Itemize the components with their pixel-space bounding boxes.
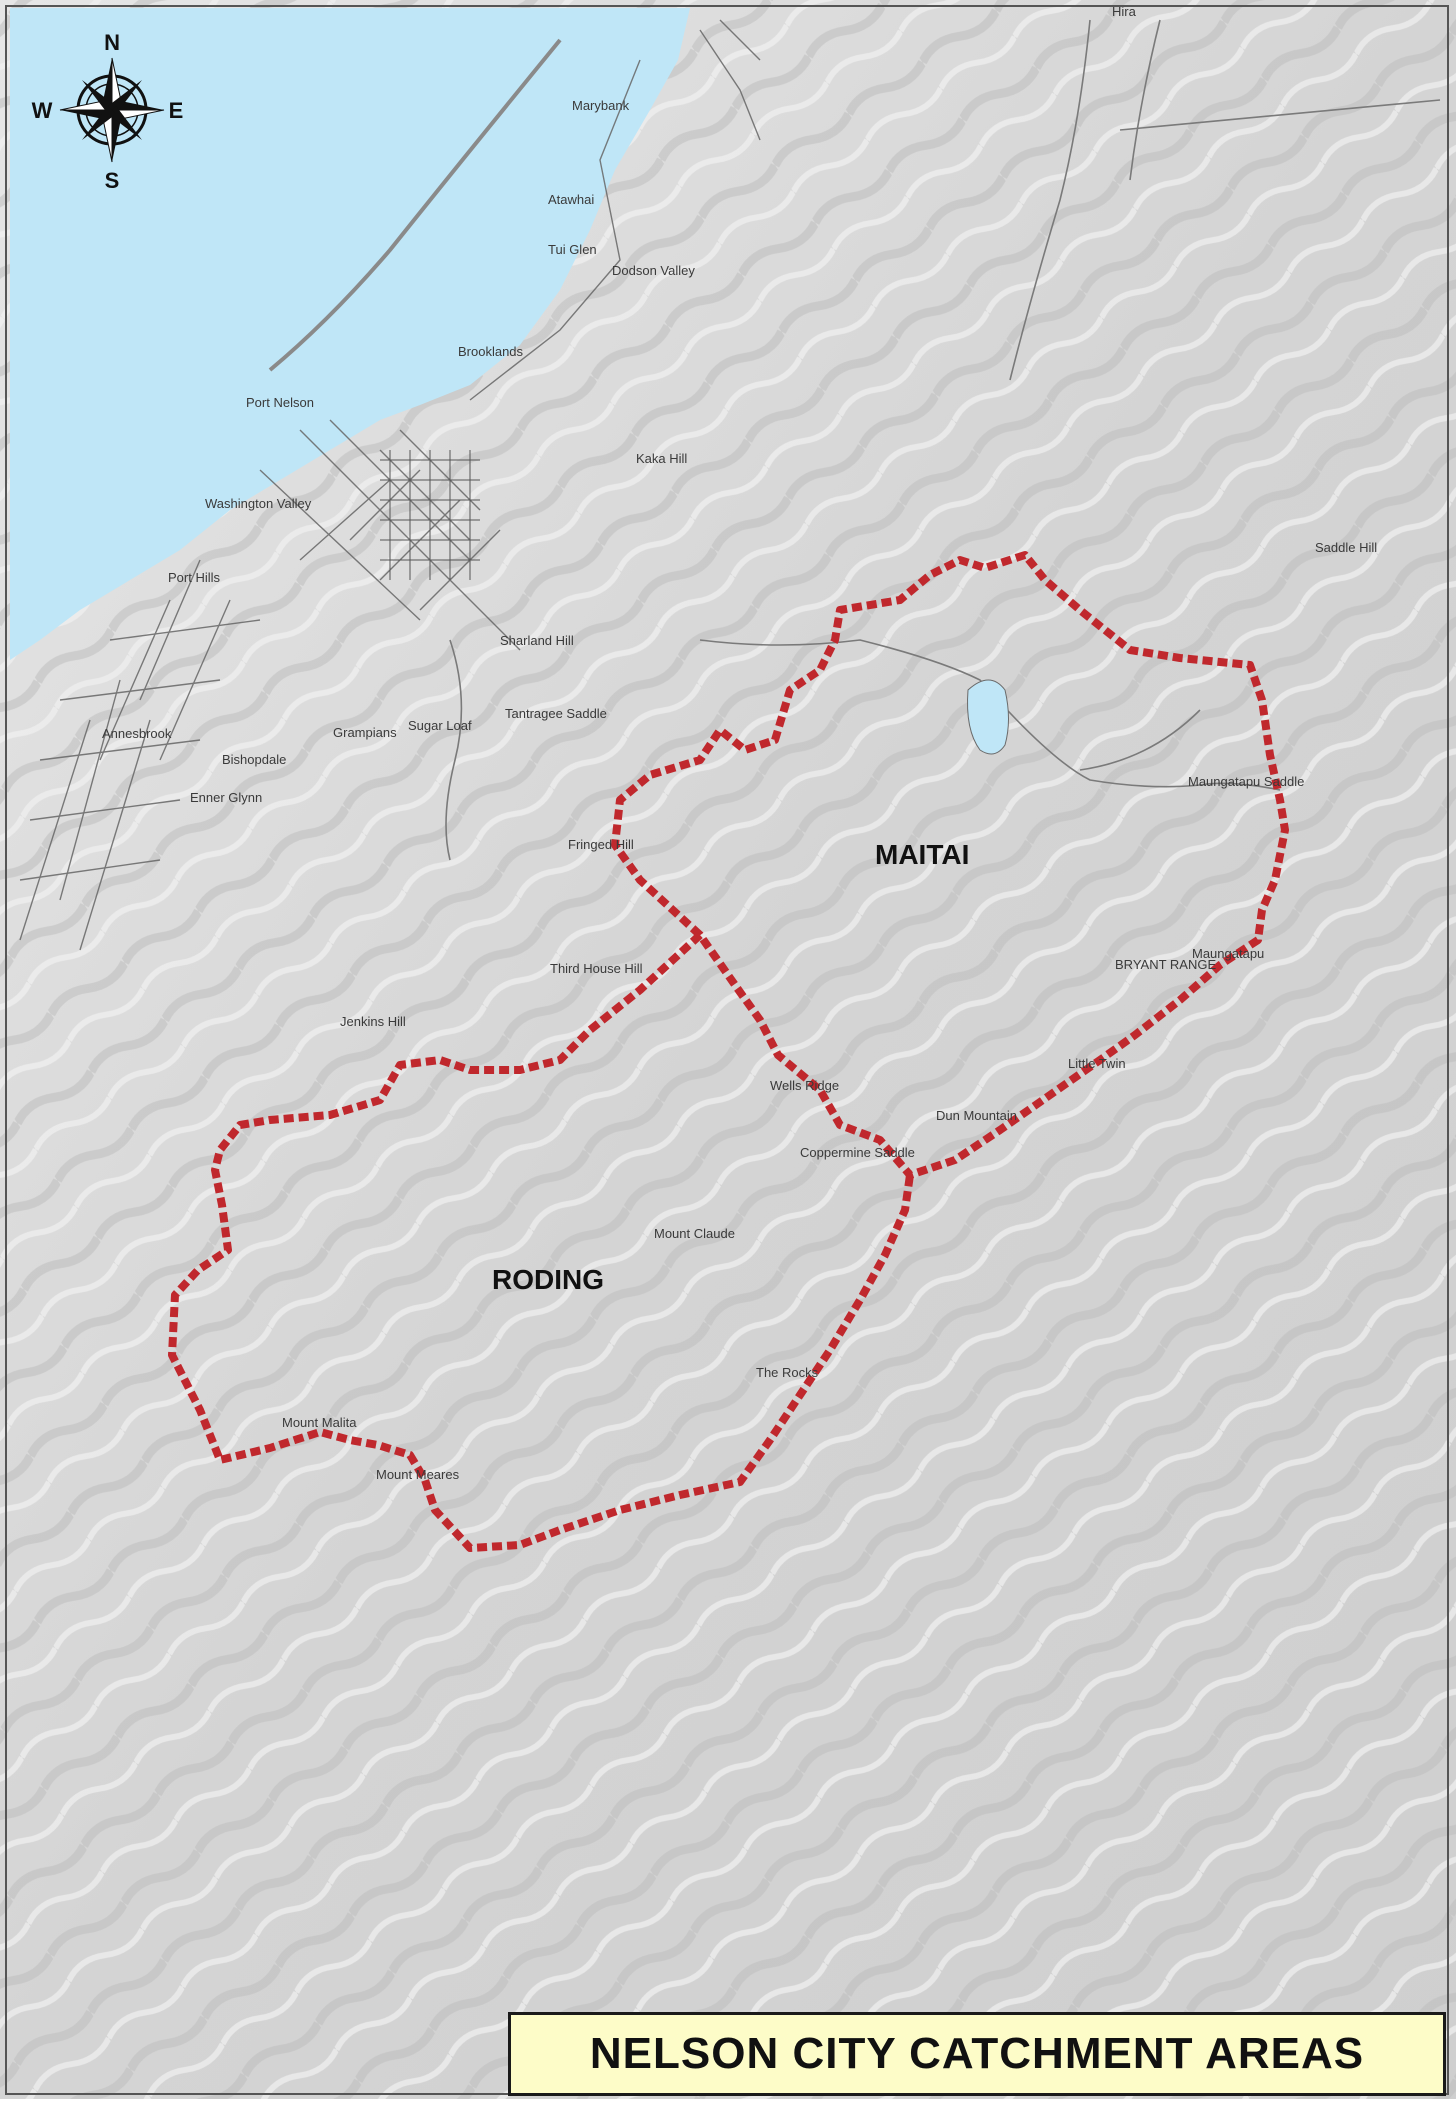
catchment-boundaries: [168, 551, 1289, 1552]
label-dodson-valley: Dodson Valley: [612, 263, 695, 278]
label-saddle-hill: Saddle Hill: [1315, 540, 1377, 555]
label-grampians: Grampians: [333, 725, 397, 740]
label-sharland-hill: Sharland Hill: [500, 633, 574, 648]
label-maungatapu-saddle: Maungatapu Saddle: [1188, 774, 1304, 789]
compass-s: S: [105, 168, 120, 193]
compass-rose: N S E W: [32, 30, 184, 193]
compass-e: E: [169, 98, 184, 123]
tasman-bay-sea: [10, 8, 690, 660]
label-annesbrook: Annesbrook: [102, 726, 172, 741]
compass-n: N: [104, 30, 120, 55]
label-atawhai: Atawhai: [548, 192, 594, 207]
label-port-nelson: Port Nelson: [246, 395, 314, 410]
boulder-bank: [268, 38, 562, 372]
rivers: [445, 19, 1441, 861]
label-brooklands: Brooklands: [458, 344, 524, 359]
label-marybank: Marybank: [572, 98, 630, 113]
label-dun-mountain: Dun Mountain: [936, 1108, 1017, 1123]
catchment-label-roding: RODING: [492, 1264, 604, 1295]
label-tui-glen: Tui Glen: [548, 242, 597, 257]
place-labels: Hira Marybank Atawhai Tui Glen Dodson Va…: [102, 4, 1377, 1482]
label-sugar-loaf: Sugar Loaf: [408, 718, 472, 733]
label-maungatapu: Maungatapu: [1192, 946, 1264, 961]
label-mount-malita: Mount Malita: [282, 1415, 357, 1430]
label-kaka-hill: Kaka Hill: [636, 451, 687, 466]
maitai-reservoir: [967, 679, 1009, 755]
label-tantragee-saddle: Tantragee Saddle: [505, 706, 607, 721]
label-little-twin: Little Twin: [1068, 1056, 1126, 1071]
label-wells-ridge: Wells Ridge: [770, 1078, 839, 1093]
compass-w: W: [32, 98, 53, 123]
label-fringed-hill: Fringed Hill: [568, 837, 634, 852]
label-bryant-range: BRYANT RANGE: [1115, 957, 1216, 972]
city-grid: [380, 450, 480, 580]
map-title-box: NELSON CITY CATCHMENT AREAS: [508, 2012, 1446, 2096]
label-mount-meares: Mount Meares: [376, 1467, 460, 1482]
maitai-boundary: [611, 551, 1289, 1179]
label-mount-claude: Mount Claude: [654, 1226, 735, 1241]
label-jenkins-hill: Jenkins Hill: [340, 1014, 406, 1029]
label-bishopdale: Bishopdale: [222, 752, 286, 767]
label-hira: Hira: [1112, 4, 1137, 19]
label-washington-valley: Washington Valley: [205, 496, 312, 511]
label-port-hills: Port Hills: [168, 570, 221, 585]
urban-roads: [19, 19, 761, 951]
roding-boundary: [168, 932, 914, 1552]
catchment-label-maitai: MAITAI: [875, 839, 969, 870]
label-third-house-hill: Third House Hill: [550, 961, 643, 976]
map-title: NELSON CITY CATCHMENT AREAS: [589, 2029, 1365, 2078]
label-the-rocks: The Rocks: [756, 1365, 819, 1380]
label-coppermine-saddle: Coppermine Saddle: [800, 1145, 915, 1160]
label-enner-glynn: Enner Glynn: [190, 790, 262, 805]
